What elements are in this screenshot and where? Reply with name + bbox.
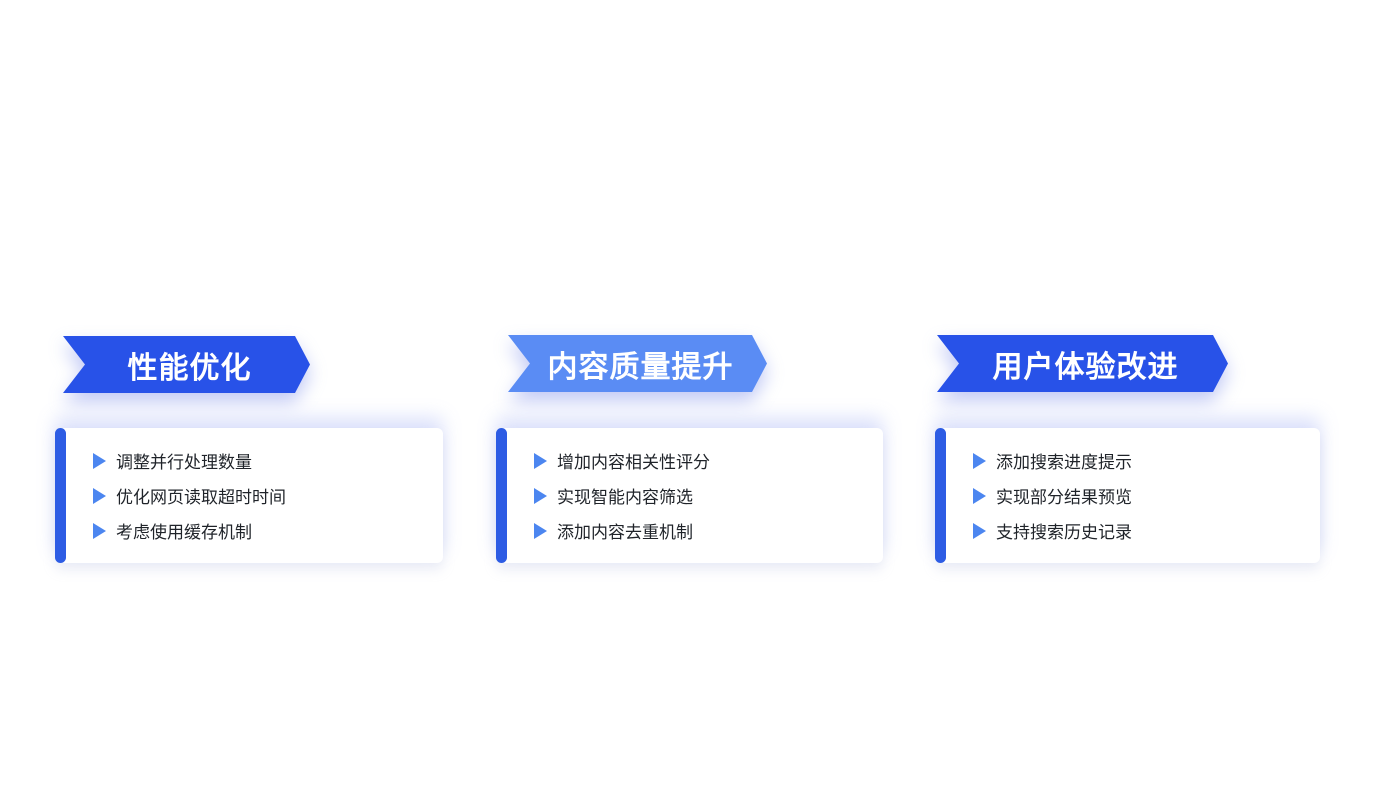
- item-label: 实现智能内容筛选: [557, 488, 693, 507]
- arrow-ribbon-shape: 性能优化: [63, 336, 310, 393]
- triangle-bullet-icon: [973, 452, 986, 469]
- list-item: 添加搜索进度提示: [973, 443, 1308, 478]
- list-item: 实现部分结果预览: [973, 478, 1308, 513]
- list-item: 调整并行处理数量: [93, 443, 431, 478]
- list-item: 支持搜索历史记录: [973, 513, 1308, 548]
- item-label: 增加内容相关性评分: [557, 453, 710, 472]
- banner-content-quality: 内容质量提升: [508, 335, 767, 392]
- item-label: 实现部分结果预览: [996, 488, 1132, 507]
- triangle-bullet-icon: [93, 487, 106, 504]
- triangle-bullet-icon: [973, 487, 986, 504]
- item-label: 添加内容去重机制: [557, 523, 693, 542]
- item-label: 支持搜索历史记录: [996, 523, 1132, 542]
- list-item: 考虑使用缓存机制: [93, 513, 431, 548]
- accent-bar: [935, 428, 946, 563]
- accent-bar: [55, 428, 66, 563]
- banner-performance-optimization: 性能优化: [63, 336, 310, 393]
- list-item: 实现智能内容筛选: [534, 478, 871, 513]
- item-list: 调整并行处理数量 优化网页读取超时时间 考虑使用缓存机制: [55, 428, 443, 563]
- triangle-bullet-icon: [534, 487, 547, 504]
- item-label: 调整并行处理数量: [116, 453, 252, 472]
- section-title: 性能优化: [127, 351, 252, 385]
- item-list: 添加搜索进度提示 实现部分结果预览 支持搜索历史记录: [935, 428, 1320, 563]
- triangle-bullet-icon: [534, 452, 547, 469]
- triangle-bullet-icon: [534, 522, 547, 539]
- banner-user-experience: 用户体验改进: [937, 335, 1228, 392]
- list-item: 增加内容相关性评分: [534, 443, 871, 478]
- item-list: 增加内容相关性评分 实现智能内容筛选 添加内容去重机制: [496, 428, 883, 563]
- card-performance-optimization: 调整并行处理数量 优化网页读取超时时间 考虑使用缓存机制: [55, 428, 443, 563]
- item-label: 优化网页读取超时时间: [116, 488, 286, 507]
- list-item: 优化网页读取超时时间: [93, 478, 431, 513]
- arrow-ribbon-shape: 内容质量提升: [508, 335, 767, 392]
- triangle-bullet-icon: [973, 522, 986, 539]
- item-label: 考虑使用缓存机制: [116, 523, 252, 542]
- triangle-bullet-icon: [93, 522, 106, 539]
- section-title: 用户体验改进: [992, 350, 1179, 384]
- accent-bar: [496, 428, 507, 563]
- item-label: 添加搜索进度提示: [996, 453, 1132, 472]
- list-item: 添加内容去重机制: [534, 513, 871, 548]
- arrow-ribbon-shape: 用户体验改进: [937, 335, 1228, 392]
- card-user-experience: 添加搜索进度提示 实现部分结果预览 支持搜索历史记录: [935, 428, 1320, 563]
- triangle-bullet-icon: [93, 452, 106, 469]
- card-content-quality: 增加内容相关性评分 实现智能内容筛选 添加内容去重机制: [496, 428, 883, 563]
- section-title: 内容质量提升: [547, 350, 734, 384]
